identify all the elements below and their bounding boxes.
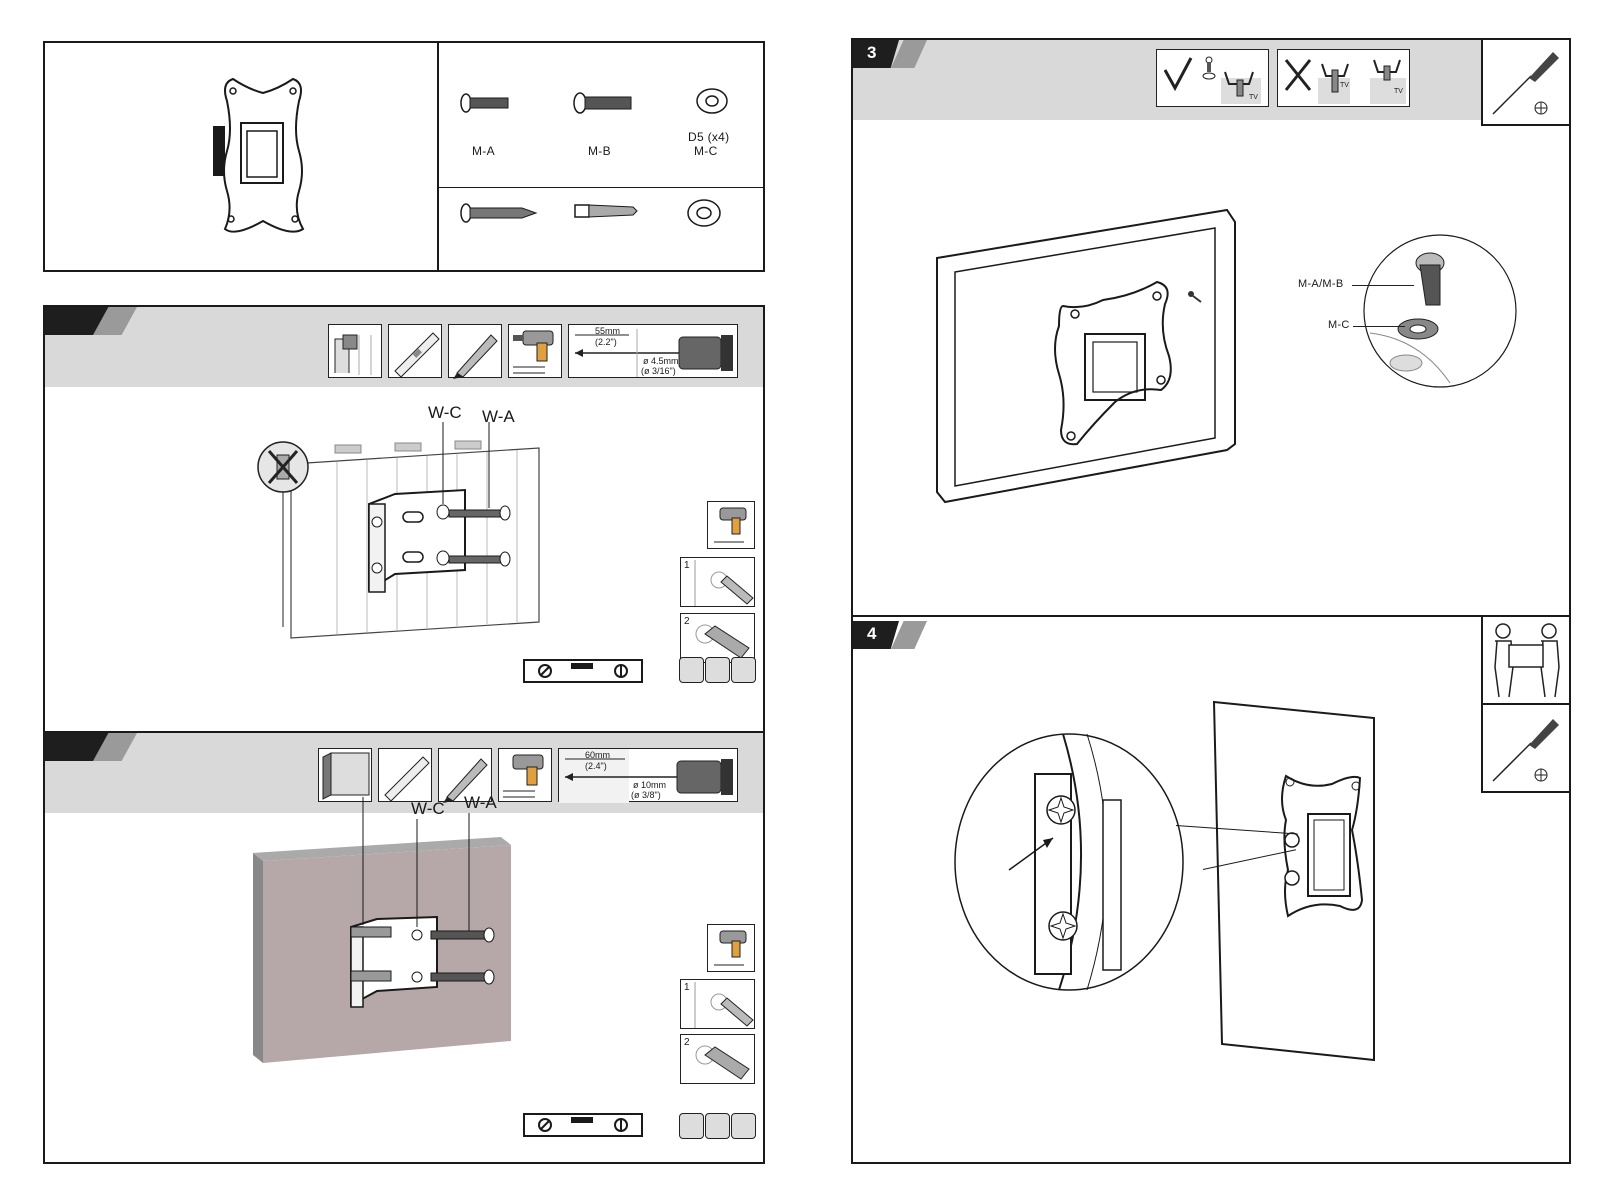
wood-level-icon [523, 659, 643, 683]
concrete-block-tool-icon [318, 748, 372, 802]
part-ma-label: M-A [472, 144, 495, 158]
pencil-tool-icon [448, 324, 502, 379]
washer-mc-icon [696, 88, 728, 114]
wood-wc-label: W-C [428, 403, 462, 422]
level-tilt-right-icon [731, 1113, 756, 1139]
bracket-screw-detail-callout [954, 733, 1184, 991]
concrete-sub1: 1 [684, 982, 690, 993]
wood-drill-length-in: (2.2") [595, 337, 617, 347]
wood-wall-illustration [290, 422, 540, 639]
concrete-drill-mini-icon [707, 924, 755, 972]
part-mc-label: M-C [694, 144, 718, 158]
concrete-drill-length: 60mm [585, 750, 611, 760]
wall-plate-illustration [213, 77, 305, 233]
wall-anchor-icon [574, 204, 638, 218]
step3-tab [853, 40, 899, 68]
concrete-mark-step-icon: 1 [680, 979, 755, 1029]
level-ok-icon [679, 657, 704, 683]
two-person-lift-box [1481, 615, 1571, 705]
washer-icon [687, 199, 721, 227]
wood-drill-dia: ø 4.5mm [643, 356, 679, 366]
level-tilt-right-icon [731, 657, 756, 683]
concrete-drill-tool-icon [498, 748, 552, 802]
wood-drill-step-icon: 2 [680, 613, 755, 663]
wood-mark-step-icon: 1 [680, 557, 755, 607]
step3-tv-label-1: TV [1249, 94, 1258, 101]
step3-number: 3 [867, 43, 877, 62]
incorrect-screw-length-icon: TV TV [1277, 49, 1410, 107]
concrete-drill-dia-in: (ø 3/8") [631, 790, 661, 800]
concrete-drill-bit-spec-icon: 60mm (2.4") ø 10mm (ø 3/8") [558, 748, 738, 803]
level-tool-icon [388, 324, 442, 378]
tv-back-illustration [936, 208, 1236, 504]
concrete-wa-label: W-A [464, 793, 497, 812]
wood-sub2: 2 [684, 616, 690, 627]
concrete-wc-label: W-C [411, 799, 445, 818]
concrete-drill-dia: ø 10mm [633, 780, 667, 790]
concrete-drill-step-icon: 2 [680, 1034, 755, 1084]
part-mc-qty: D5 (x4) [688, 130, 730, 144]
concrete-wall-illustration [253, 797, 511, 1063]
screw-washer-detail-callout [1363, 234, 1517, 388]
step4-tab [853, 621, 899, 649]
no-drywall-callout-icon [257, 441, 309, 627]
level-tilt-left-icon [705, 1113, 730, 1139]
step3-mc-label: M-C [1328, 319, 1350, 331]
tv-panel-illustration [1212, 700, 1375, 1062]
concrete-level-icon [523, 1113, 643, 1137]
level-tilt-left-icon [705, 657, 730, 683]
concrete-level-tool-icon [378, 748, 432, 802]
wall-install-panel: 55mm (2.2") ø 4.5mm (ø 3/16") W-C W-A [43, 305, 765, 1164]
wood-drill-dia-in: (ø 3/16") [641, 366, 676, 376]
concrete-sub2: 2 [684, 1037, 690, 1048]
wood-screw-icon [460, 203, 538, 223]
wood-level-status-icons [679, 657, 757, 685]
step3-ma-mb-leader [1352, 285, 1414, 286]
step4-panel: 4 [851, 615, 1571, 1164]
parts-panel: M-A M-B D5 (x4) M-C [43, 41, 765, 272]
step3-mc-leader [1353, 326, 1405, 327]
step3-screwdriver-box [1481, 38, 1571, 126]
step3-ma-mb-label: M-A/M-B [1298, 278, 1344, 290]
parts-divider-vertical [437, 43, 439, 270]
step3-tv-label-2: TV [1340, 82, 1349, 89]
screw-ma-icon [460, 93, 509, 113]
screw-mb-icon [573, 92, 632, 114]
concrete-pencil-tool-icon [438, 748, 492, 803]
stud-finder-tool-icon [328, 324, 382, 378]
step4-screwdriver-box [1481, 703, 1571, 793]
wood-wa-label: W-A [482, 407, 515, 426]
drill-tool-icon [508, 324, 562, 378]
parts-divider-horizontal [439, 187, 763, 188]
drill-bit-spec-icon: 55mm (2.2") ø 4.5mm (ø 3/16") [568, 324, 738, 378]
concrete-drill-length-in: (2.4") [585, 761, 607, 771]
level-ok-icon [679, 1113, 704, 1139]
step3-tv-label-3: TV [1394, 88, 1403, 95]
step4-number: 4 [867, 624, 877, 643]
part-mb-label: M-B [588, 144, 611, 158]
concrete-level-status-icons [679, 1113, 757, 1141]
wood-drill-mini-icon [707, 501, 755, 549]
correct-screw-length-icon: TV [1156, 49, 1269, 107]
wood-drill-length: 55mm [595, 326, 621, 336]
step3-panel: 3 TV TV TV [851, 38, 1571, 617]
wood-sub1: 1 [684, 560, 690, 571]
wood-concrete-divider [45, 731, 763, 733]
